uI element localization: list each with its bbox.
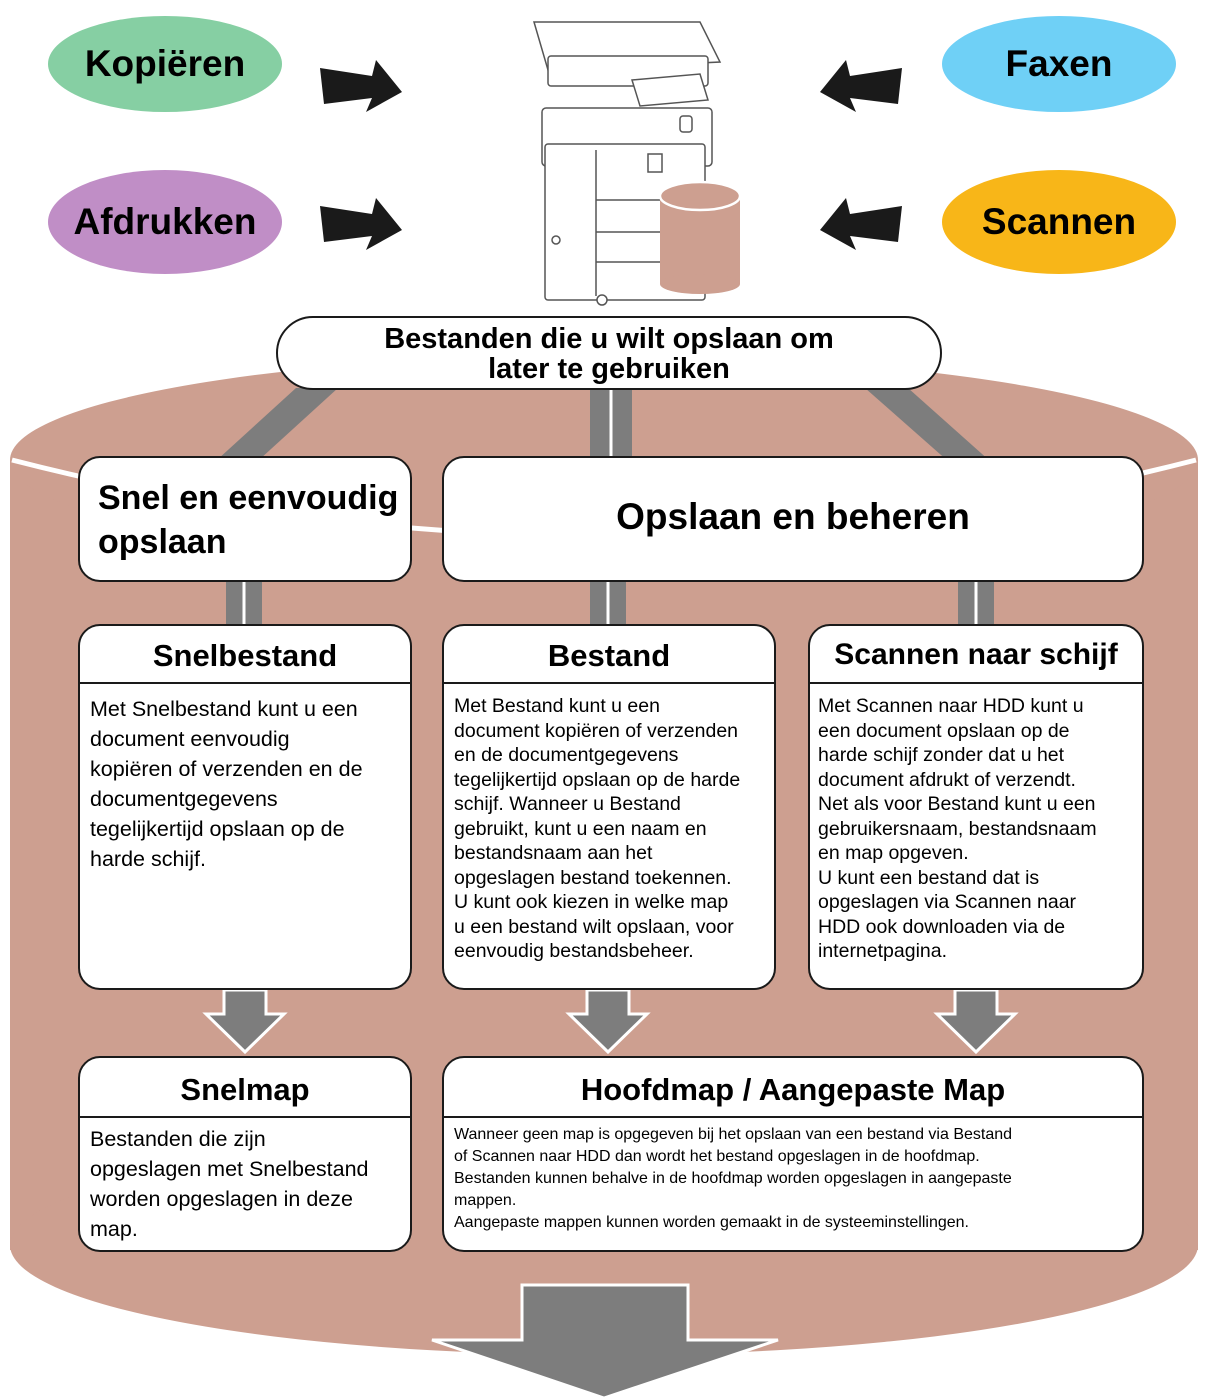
category-manage: Opslaan en beheren [442, 456, 1144, 582]
file-description: Met Bestand kunt u een document kopiëren… [454, 694, 740, 964]
quickfolder-title: Snelmap [180, 1072, 310, 1107]
scan-to-disk-box: Scannen naar schijf Met Scannen naar HDD… [808, 624, 1144, 990]
quickfolder-line: Bestanden die zijn [90, 1127, 266, 1151]
mainfolder-line: Aangepaste mappen kunnen worden gemaakt … [454, 1214, 969, 1231]
quickfile-box: Snelbestand Met Snelbestand kunt u een d… [78, 624, 412, 990]
storage-header: Bestanden die u wilt opslaan om later te… [276, 316, 942, 390]
quickfile-line: kopiëren of verzenden en de [90, 757, 363, 781]
scan-to-disk-title: Scannen naar schijf [834, 638, 1118, 671]
fax-label: Faxen [1005, 43, 1113, 84]
scan-to-disk-description: Met Scannen naar HDD kunt u een document… [818, 694, 1097, 964]
header-line-1: Bestanden die u wilt opslaan om [384, 323, 834, 355]
scan-to-disk-line: HDD ook downloaden via de [818, 915, 1066, 938]
quickfolder-line: worden opgeslagen in deze [90, 1187, 353, 1211]
header-line-2: later te gebruiken [488, 353, 730, 385]
copy-label: Kopiëren [84, 43, 246, 84]
quickfolder-line: map. [90, 1217, 138, 1241]
scan-to-disk-line: Net als voor Bestand kunt u een [818, 793, 1096, 815]
quickfile-line: document eenvoudig [90, 727, 290, 751]
copy-bubble: Kopiëren [48, 16, 282, 112]
category-quick-line-1: Snel en eenvoudig [98, 479, 399, 517]
mainfolder-description: Wanneer geen map is opgegeven bij het op… [454, 1124, 1012, 1234]
fax-bubble: Faxen [942, 16, 1176, 112]
file-line: Met Bestand kunt u een [454, 695, 660, 717]
big-down-arrow-icon [431, 1283, 779, 1398]
print-bubble: Afdrukken [48, 170, 282, 274]
scan-to-disk-line: U kunt een bestand dat is [818, 866, 1040, 889]
file-line: bestandsnaam aan het [454, 842, 653, 864]
quickfile-description: Met Snelbestand kunt u een document eenv… [90, 694, 363, 874]
quickfile-line: tegelijkertijd opslaan op de [90, 817, 345, 841]
pipe-left [206, 388, 338, 470]
pipe-right [865, 388, 1000, 470]
file-title: Bestand [547, 638, 671, 673]
down-arrow-icon [202, 988, 288, 1055]
hdd-cylinder-icon [658, 180, 742, 294]
quickfile-title: Snelbestand [152, 638, 338, 673]
arrow-right-icon [320, 60, 402, 112]
quickfolder-line: opgeslagen met Snelbestand [90, 1157, 369, 1181]
scan-to-disk-line: internetpagina. [818, 940, 948, 962]
file-line: U kunt ook kiezen in welke map [454, 891, 729, 913]
scan-to-disk-line: een document opslaan op de [818, 719, 1070, 742]
file-line: en de documentgegevens [454, 744, 679, 766]
category-quick-line-2: opslaan [98, 523, 227, 561]
scan-to-disk-line: Met Scannen naar HDD kunt u [818, 695, 1084, 717]
file-line: gebruikt, kunt u een naam en [454, 817, 707, 840]
file-line: schijf. Wanneer u Bestand [454, 793, 681, 815]
arrow-left-icon [820, 198, 902, 250]
quickfile-line: Met Snelbestand kunt u een [90, 697, 358, 721]
scan-label: Scannen [981, 201, 1137, 242]
category-quick: Snel en eenvoudig opslaan [78, 456, 412, 582]
scan-bubble: Scannen [942, 170, 1176, 274]
quickfile-line: harde schijf. [90, 847, 206, 871]
file-line: opgeslagen bestand toekennen. [454, 866, 732, 889]
category-manage-label: Opslaan en beheren [616, 496, 970, 537]
mainfolder-line: of Scannen naar HDD dan wordt het bestan… [454, 1148, 980, 1165]
file-line: tegelijkertijd opslaan op de harde [454, 768, 741, 791]
scan-to-disk-line: opgeslagen via Scannen naar [818, 891, 1077, 913]
down-arrow-icon [933, 988, 1019, 1055]
scan-to-disk-line: en map opgeven. [818, 842, 969, 864]
file-box: Bestand Met Bestand kunt u een document … [442, 624, 776, 990]
quickfolder-description: Bestanden die zijn opgeslagen met Snelbe… [90, 1124, 369, 1244]
mainfolder-line: Wanneer geen map is opgegeven bij het op… [454, 1126, 1013, 1143]
arrow-right-icon [320, 198, 402, 250]
file-line: document kopiëren of verzenden [454, 719, 739, 742]
scan-to-disk-line: gebruikersnaam, bestandsnaam [818, 817, 1097, 840]
scan-to-disk-line: harde schijf zonder dat u het [818, 744, 1065, 766]
arrow-left-icon [820, 60, 902, 112]
print-label: Afdrukken [73, 201, 257, 242]
mainfolder-line: Bestanden kunnen behalve in de hoofdmap … [454, 1170, 1012, 1187]
mainfolder-line: mappen. [454, 1192, 517, 1209]
file-line: u een bestand wilt opslaan, voor [454, 915, 734, 938]
file-line: eenvoudig bestandsbeheer. [454, 940, 694, 962]
mainfolder-title: Hoofdmap / Aangepaste Map [580, 1072, 1006, 1107]
down-arrow-icon [565, 988, 651, 1055]
quickfile-line: documentgegevens [90, 787, 278, 811]
mainfolder-box: Hoofdmap / Aangepaste Map Wanneer geen m… [442, 1056, 1144, 1252]
scan-to-disk-line: document afdrukt of verzendt. [818, 768, 1076, 791]
quickfolder-box: Snelmap Bestanden die zijn opgeslagen me… [78, 1056, 412, 1252]
